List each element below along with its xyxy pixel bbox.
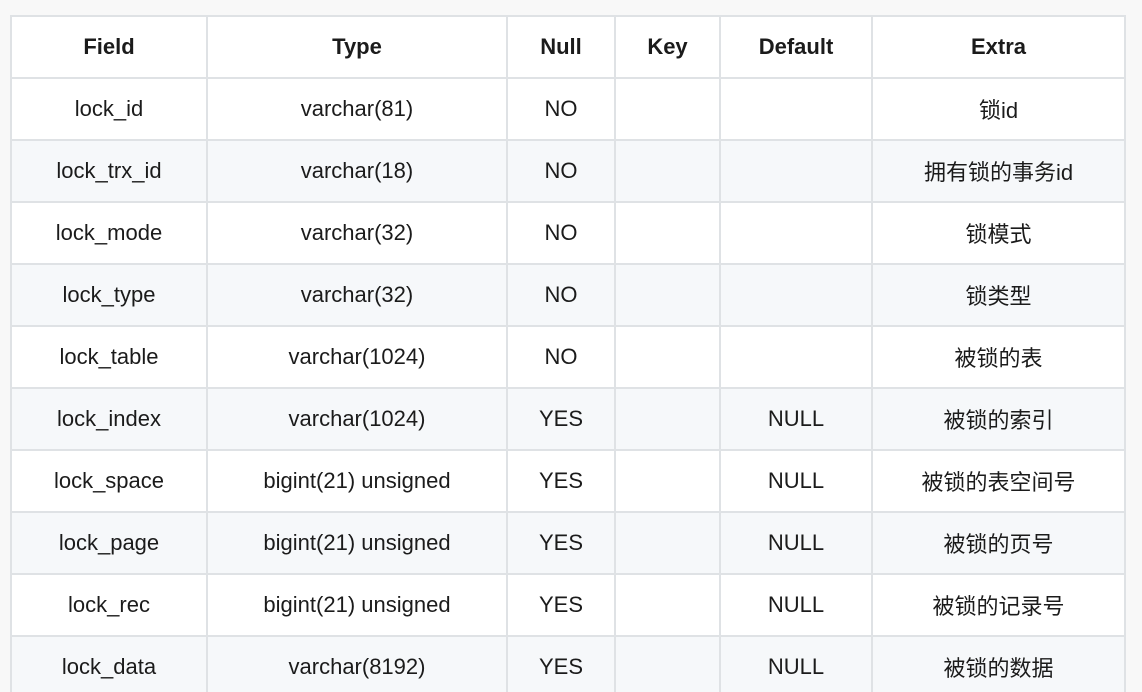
table-header-row: Field Type Null Key Default Extra bbox=[10, 15, 1126, 79]
cell-key bbox=[614, 573, 721, 637]
cell-type: varchar(18) bbox=[206, 139, 508, 203]
cell-null: YES bbox=[506, 635, 616, 692]
column-header-key: Key bbox=[614, 15, 721, 79]
cell-null: YES bbox=[506, 573, 616, 637]
cell-type: varchar(81) bbox=[206, 77, 508, 141]
cell-extra: 锁类型 bbox=[871, 263, 1126, 327]
cell-key bbox=[614, 263, 721, 327]
cell-key bbox=[614, 449, 721, 513]
cell-key bbox=[614, 139, 721, 203]
cell-key bbox=[614, 201, 721, 265]
cell-extra: 被锁的表空间号 bbox=[871, 449, 1126, 513]
cell-default: NULL bbox=[719, 573, 873, 637]
table-row: lock_table varchar(1024) NO 被锁的表 bbox=[10, 325, 1126, 389]
cell-type: bigint(21) unsigned bbox=[206, 573, 508, 637]
cell-default: NULL bbox=[719, 387, 873, 451]
table-row: lock_rec bigint(21) unsigned YES NULL 被锁… bbox=[10, 573, 1126, 637]
cell-null: NO bbox=[506, 325, 616, 389]
table-row: lock_space bigint(21) unsigned YES NULL … bbox=[10, 449, 1126, 513]
schema-table: Field Type Null Key Default Extra lock_i… bbox=[10, 15, 1126, 692]
cell-type: bigint(21) unsigned bbox=[206, 511, 508, 575]
table-row: lock_index varchar(1024) YES NULL 被锁的索引 bbox=[10, 387, 1126, 451]
cell-default: NULL bbox=[719, 635, 873, 692]
cell-null: YES bbox=[506, 387, 616, 451]
cell-field: lock_id bbox=[10, 77, 208, 141]
cell-extra: 被锁的索引 bbox=[871, 387, 1126, 451]
cell-key bbox=[614, 325, 721, 389]
cell-extra: 被锁的页号 bbox=[871, 511, 1126, 575]
cell-default bbox=[719, 263, 873, 327]
cell-default bbox=[719, 201, 873, 265]
table-row: lock_id varchar(81) NO 锁id bbox=[10, 77, 1126, 141]
table-row: lock_type varchar(32) NO 锁类型 bbox=[10, 263, 1126, 327]
cell-default bbox=[719, 325, 873, 389]
cell-null: YES bbox=[506, 511, 616, 575]
cell-field: lock_index bbox=[10, 387, 208, 451]
cell-type: bigint(21) unsigned bbox=[206, 449, 508, 513]
cell-field: lock_rec bbox=[10, 573, 208, 637]
cell-type: varchar(32) bbox=[206, 201, 508, 265]
column-header-extra: Extra bbox=[871, 15, 1126, 79]
cell-null: NO bbox=[506, 77, 616, 141]
cell-field: lock_page bbox=[10, 511, 208, 575]
column-header-default: Default bbox=[719, 15, 873, 79]
table-container: Field Type Null Key Default Extra lock_i… bbox=[10, 15, 1126, 692]
cell-type: varchar(1024) bbox=[206, 387, 508, 451]
cell-default bbox=[719, 77, 873, 141]
cell-key bbox=[614, 387, 721, 451]
cell-extra: 锁id bbox=[871, 77, 1126, 141]
cell-type: varchar(8192) bbox=[206, 635, 508, 692]
cell-type: varchar(1024) bbox=[206, 325, 508, 389]
column-header-field: Field bbox=[10, 15, 208, 79]
cell-default: NULL bbox=[719, 511, 873, 575]
cell-default: NULL bbox=[719, 449, 873, 513]
cell-extra: 被锁的数据 bbox=[871, 635, 1126, 692]
cell-null: NO bbox=[506, 263, 616, 327]
table-row: lock_data varchar(8192) YES NULL 被锁的数据 bbox=[10, 635, 1126, 692]
cell-field: lock_data bbox=[10, 635, 208, 692]
cell-key bbox=[614, 511, 721, 575]
cell-extra: 锁模式 bbox=[871, 201, 1126, 265]
cell-default bbox=[719, 139, 873, 203]
cell-null: YES bbox=[506, 449, 616, 513]
cell-field: lock_trx_id bbox=[10, 139, 208, 203]
table-row: lock_mode varchar(32) NO 锁模式 bbox=[10, 201, 1126, 265]
table-row: lock_trx_id varchar(18) NO 拥有锁的事务id bbox=[10, 139, 1126, 203]
cell-field: lock_mode bbox=[10, 201, 208, 265]
cell-extra: 拥有锁的事务id bbox=[871, 139, 1126, 203]
cell-null: NO bbox=[506, 201, 616, 265]
cell-extra: 被锁的表 bbox=[871, 325, 1126, 389]
cell-null: NO bbox=[506, 139, 616, 203]
cell-extra: 被锁的记录号 bbox=[871, 573, 1126, 637]
cell-field: lock_type bbox=[10, 263, 208, 327]
cell-key bbox=[614, 77, 721, 141]
cell-field: lock_table bbox=[10, 325, 208, 389]
cell-type: varchar(32) bbox=[206, 263, 508, 327]
column-header-type: Type bbox=[206, 15, 508, 79]
column-header-null: Null bbox=[506, 15, 616, 79]
cell-field: lock_space bbox=[10, 449, 208, 513]
table-row: lock_page bigint(21) unsigned YES NULL 被… bbox=[10, 511, 1126, 575]
cell-key bbox=[614, 635, 721, 692]
